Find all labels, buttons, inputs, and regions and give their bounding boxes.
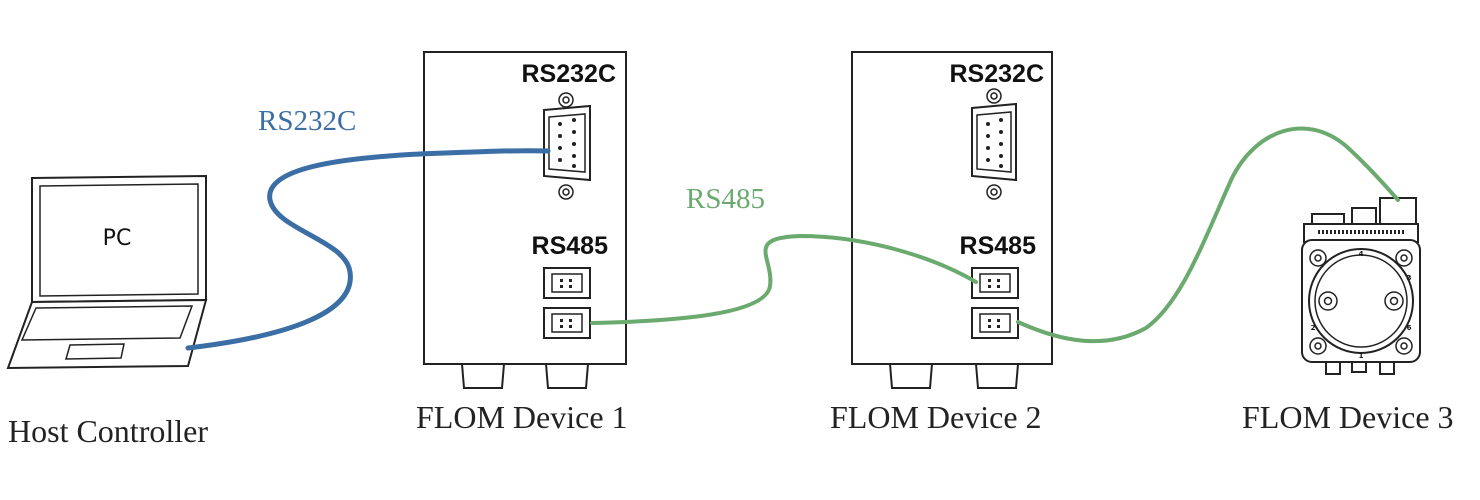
rs485-cable-1-to-2 bbox=[590, 233, 978, 325]
device3-bolt bbox=[1309, 249, 1327, 267]
host-laptop: PC bbox=[6, 174, 208, 370]
device1-label: FLOM Device 1 bbox=[416, 399, 628, 435]
device2-rs232-panel-label: RS232C bbox=[950, 60, 1045, 88]
device1-rs485-port-b bbox=[543, 307, 591, 339]
device3-label: FLOM Device 3 bbox=[1242, 399, 1454, 435]
device2-db9-port bbox=[971, 88, 1017, 200]
rs485-cable-label: RS485 bbox=[686, 183, 765, 215]
rs485-cable-2-to-3 bbox=[1016, 126, 1400, 344]
rs232-cable bbox=[185, 148, 551, 351]
flom-device-1: RS232C RS485 bbox=[423, 51, 627, 389]
device3-bolt bbox=[1395, 337, 1413, 355]
flom-device-2: RS232C RS485 bbox=[851, 51, 1053, 389]
device3-pin-label: 6 bbox=[1407, 324, 1412, 332]
device3-bolt bbox=[1384, 291, 1404, 311]
host-controller-label: Host Controller bbox=[8, 413, 208, 449]
device3-pin-label: 1 bbox=[1359, 352, 1364, 360]
device3-bolt bbox=[1309, 337, 1327, 355]
device1-rs485-panel-label: RS485 bbox=[532, 232, 609, 260]
device2-rs485-port-a bbox=[971, 267, 1019, 299]
device3-bolt bbox=[1395, 249, 1413, 267]
device3-bolt bbox=[1318, 291, 1338, 311]
rs232-cable-label: RS232C bbox=[258, 105, 356, 137]
device2-label: FLOM Device 2 bbox=[830, 399, 1042, 435]
device3-pin-label: 4 bbox=[1359, 250, 1364, 258]
device3-pin-label: 3 bbox=[1407, 274, 1412, 282]
device1-rs485-port-a bbox=[543, 267, 591, 299]
device3-pin-label: 2 bbox=[1311, 324, 1316, 332]
device2-rs485-panel-label: RS485 bbox=[960, 232, 1037, 260]
pc-screen-text: PC bbox=[103, 226, 132, 251]
device2-rs485-port-b bbox=[971, 307, 1019, 339]
device1-rs232-panel-label: RS232C bbox=[522, 60, 617, 88]
flom-device-3: 4 3 2 6 1 bbox=[1301, 197, 1421, 375]
